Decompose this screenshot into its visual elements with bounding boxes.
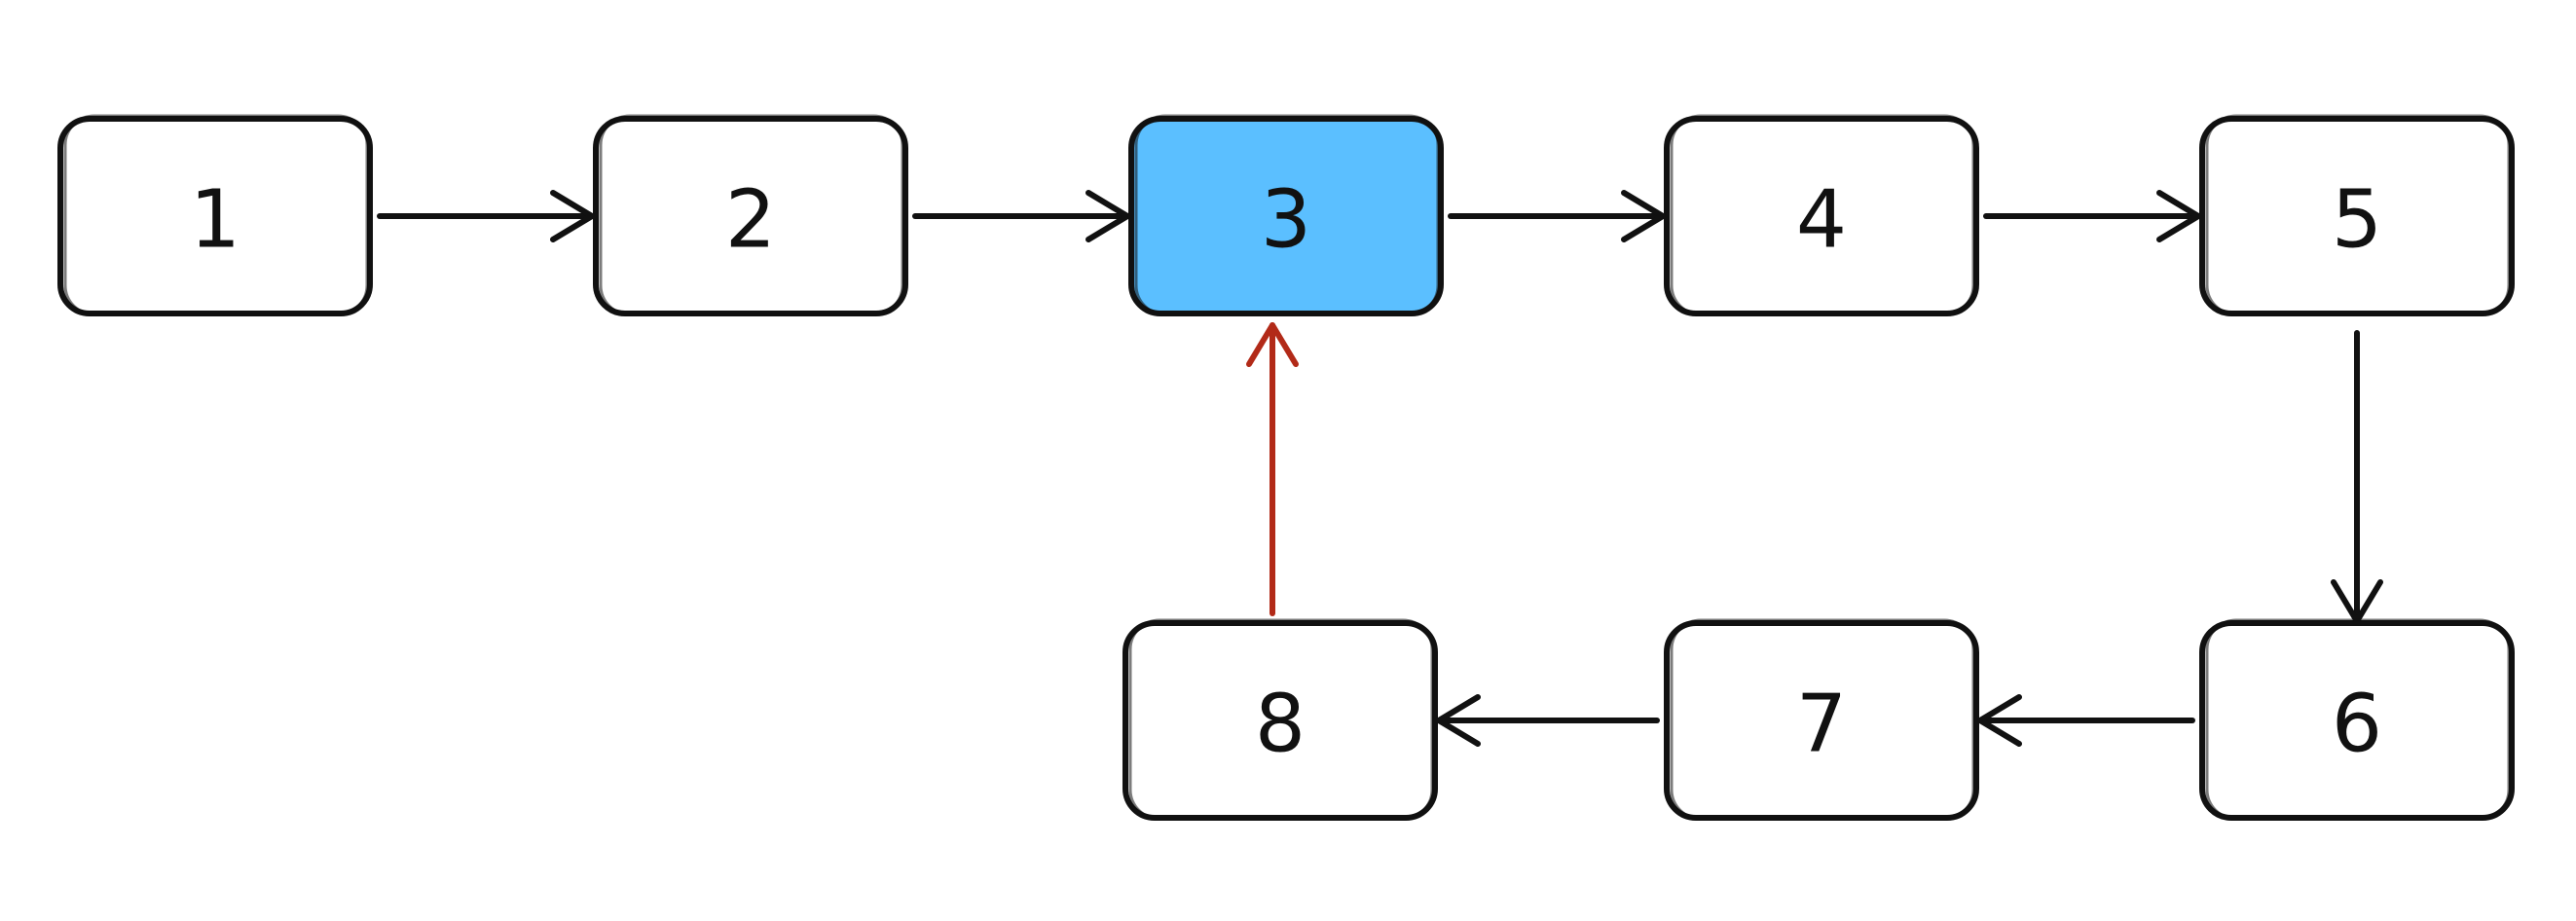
edge-n5-to-n6 xyxy=(2331,330,2383,624)
node-label: 5 xyxy=(2332,174,2382,267)
arrowhead-icon xyxy=(1246,322,1299,367)
node-label: 6 xyxy=(2332,679,2382,771)
node-6: 6 xyxy=(2199,618,2515,821)
node-box-sketch-outline xyxy=(1134,114,1440,316)
node-box-sketch-outline xyxy=(2205,114,2511,316)
node-8: 8 xyxy=(1122,618,1438,821)
edge-n4-to-n5 xyxy=(1983,190,2201,242)
node-box-sketch-outline xyxy=(599,114,904,316)
node-4: 4 xyxy=(1664,114,1979,316)
edge-n7-to-n8 xyxy=(1436,694,1660,747)
node-label: 7 xyxy=(1796,679,1847,771)
edge-n2-to-n3 xyxy=(912,190,1130,242)
node-3: 3 xyxy=(1128,114,1444,316)
edge-n6-to-n7 xyxy=(1977,694,2195,747)
arrowhead-icon xyxy=(550,190,595,242)
node-label: 3 xyxy=(1261,174,1311,267)
node-box-sketch-outline xyxy=(63,114,369,316)
node-2: 2 xyxy=(593,114,908,316)
cycle-edge-n8-to-n3 xyxy=(1246,322,1299,616)
arrowhead-icon xyxy=(1977,694,2022,747)
arrowhead-icon xyxy=(1086,190,1130,242)
arrowhead-icon xyxy=(1436,694,1481,747)
node-5: 5 xyxy=(2199,114,2515,316)
arrowhead-icon xyxy=(1621,190,1666,242)
node-box-sketch-outline xyxy=(1128,618,1434,821)
node-box-sketch-outline xyxy=(2205,618,2511,821)
edges-layer xyxy=(377,190,2383,747)
node-1: 1 xyxy=(57,114,373,316)
node-7: 7 xyxy=(1664,618,1979,821)
node-label: 4 xyxy=(1796,174,1847,267)
edge-n1-to-n2 xyxy=(377,190,595,242)
node-box-sketch-outline xyxy=(1670,114,1975,316)
node-box-sketch-outline xyxy=(1670,618,1975,821)
node-label: 1 xyxy=(190,174,240,267)
node-label: 8 xyxy=(1255,679,1306,771)
arrowhead-icon xyxy=(2156,190,2201,242)
node-label: 2 xyxy=(725,174,776,267)
nodes-layer: 1 2 3 4 5 6 7 8 xyxy=(57,114,2515,821)
edge-n3-to-n4 xyxy=(1448,190,1666,242)
